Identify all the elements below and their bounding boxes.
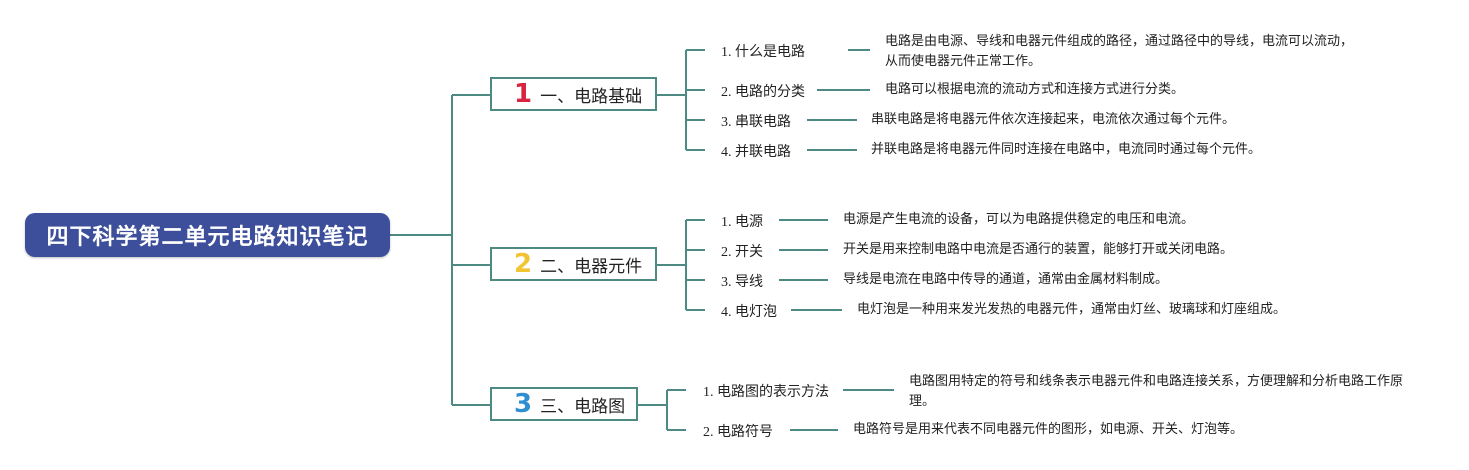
branch-circuit-basics: 1 一、电路基础	[490, 77, 657, 111]
branch-title: 一、电路基础	[540, 86, 643, 107]
subtopic-description: 电路图用特定的符号和线条表示电器元件和电路连接关系，方便理解和分析电路工作原理。	[909, 374, 1404, 409]
subtopic-label: 1. 什么是电路	[721, 45, 805, 60]
branch-electrical-components: 2 二、电器元件	[490, 247, 657, 281]
subtopic-description: 电路可以根据电流的流动方式和连接方式进行分类。	[885, 82, 1185, 97]
subtopic-description: 电源是产生电流的设备，可以为电路提供稳定的电压和电流。	[843, 212, 1195, 227]
branch-title: 三、电路图	[540, 396, 626, 417]
subtopic-label: 1. 电路图的表示方法	[703, 385, 829, 400]
root-title: 四下科学第二单元电路知识笔记	[46, 225, 369, 250]
subtopic-label: 4. 电灯泡	[721, 305, 777, 320]
subtopic-description: 电路符号是用来代表不同电器元件的图形，如电源、开关、灯泡等。	[853, 422, 1244, 437]
subtopic-description: 电灯泡是一种用来发光发热的电器元件，通常由灯丝、玻璃球和灯座组成。	[857, 302, 1287, 317]
subtopic-description: 导线是电流在电路中传导的通道，通常由金属材料制成。	[843, 272, 1169, 287]
branch-title: 二、电器元件	[540, 256, 643, 277]
subtopic-label: 1. 电源	[721, 215, 763, 230]
subtopic-label: 3. 导线	[721, 275, 763, 290]
subtopic-label: 2. 开关	[721, 245, 763, 260]
subtopic-description: 电路是由电源、导线和电器元件组成的路径，通过路径中的导线，电流可以流动，从而使电…	[885, 34, 1354, 69]
subtopic-label: 2. 电路符号	[703, 425, 773, 440]
subtopic-label: 3. 串联电路	[721, 115, 791, 130]
subtopic-description: 串联电路是将电器元件依次连接起来，电流依次通过每个元件。	[871, 112, 1236, 127]
branch-circuit-diagram: 3 三、电路图	[490, 387, 638, 421]
number-two-icon: 2	[514, 249, 533, 279]
number-three-icon: 3	[514, 389, 533, 419]
root-topic: 四下科学第二单元电路知识笔记	[25, 213, 390, 257]
subtopic-label: 2. 电路的分类	[721, 85, 805, 100]
subtopic-description: 开关是用来控制电路中电流是否通行的装置，能够打开或关闭电路。	[843, 242, 1234, 257]
subtopic-label: 4. 并联电路	[721, 145, 791, 160]
number-one-icon: 1	[514, 79, 533, 109]
subtopic-description: 并联电路是将电器元件同时连接在电路中，电流同时通过每个元件。	[871, 142, 1262, 157]
